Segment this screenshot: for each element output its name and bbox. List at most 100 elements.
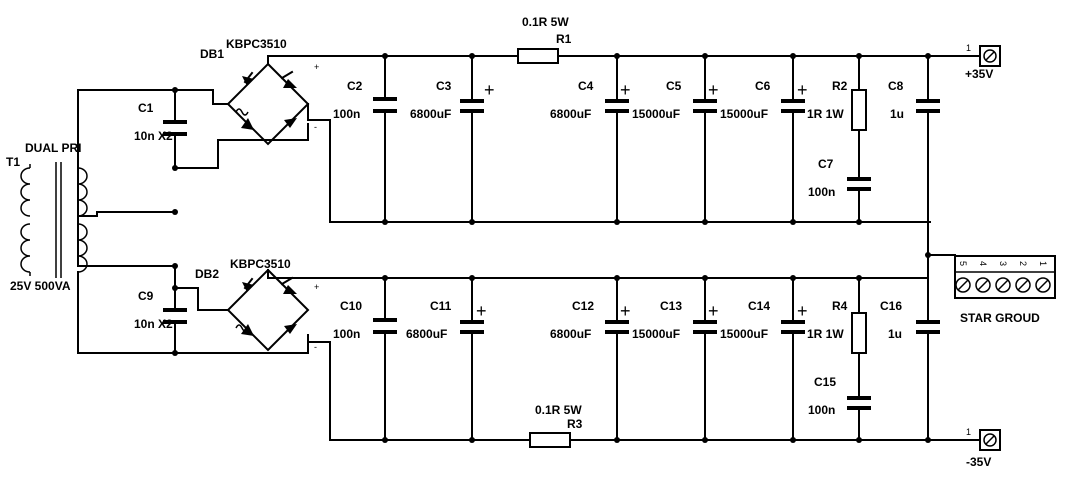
c7-value: 100n bbox=[808, 185, 835, 199]
db2-minus: - bbox=[314, 342, 317, 352]
lower-output-label: -35V bbox=[966, 455, 991, 469]
capacitor-c9 bbox=[163, 265, 187, 354]
c14-value: 15000uF bbox=[720, 327, 768, 341]
transformer-secondary-lower bbox=[77, 223, 88, 273]
star-pin-4: 4 bbox=[978, 261, 988, 266]
capacitor-c12 bbox=[605, 277, 629, 441]
capacitor-c8 bbox=[916, 55, 940, 223]
resistor-r1 bbox=[517, 48, 559, 64]
c11-ref: C11 bbox=[430, 299, 452, 313]
c3-polarity: + bbox=[484, 80, 495, 100]
c10-ref: C10 bbox=[340, 299, 362, 313]
capacitor-c5 bbox=[693, 55, 717, 223]
db1-part: KBPC3510 bbox=[226, 37, 287, 51]
c8-ref: C8 bbox=[888, 79, 904, 93]
bridge-db2 bbox=[226, 268, 310, 352]
r1-value: 0.1R 5W bbox=[522, 15, 569, 29]
c10-value: 100n bbox=[333, 327, 360, 341]
c15-ref: C15 bbox=[814, 375, 836, 389]
c14-polarity: + bbox=[797, 301, 808, 321]
transformer-rating: 25V 500VA bbox=[10, 279, 71, 293]
db2-plus: + bbox=[314, 282, 319, 292]
capacitor-c4 bbox=[605, 55, 629, 223]
capacitor-c3 bbox=[460, 55, 484, 223]
c12-value: 6800uF bbox=[550, 327, 591, 341]
transformer-type: DUAL PRI bbox=[25, 141, 81, 155]
star-pin-2: 2 bbox=[1018, 261, 1028, 266]
db2-ref: DB2 bbox=[195, 267, 219, 281]
c4-polarity: + bbox=[620, 80, 631, 100]
transformer-ref: T1 bbox=[6, 155, 20, 169]
db2-part: KBPC3510 bbox=[230, 257, 291, 271]
c9-ref: C9 bbox=[138, 289, 154, 303]
c1-ref: C1 bbox=[138, 101, 154, 115]
c4-value: 6800uF bbox=[550, 107, 591, 121]
c4-ref: C4 bbox=[578, 79, 594, 93]
c14-ref: C14 bbox=[748, 299, 770, 313]
c13-value: 15000uF bbox=[632, 327, 680, 341]
c8-value: 1u bbox=[890, 107, 904, 121]
lower-output-pin: 1 bbox=[966, 427, 971, 437]
c3-value: 6800uF bbox=[410, 107, 451, 121]
star-ground-label: STAR GROUD bbox=[960, 311, 1040, 325]
capacitor-c1 bbox=[163, 89, 187, 169]
c6-ref: C6 bbox=[755, 79, 771, 93]
r1-ref: R1 bbox=[556, 32, 572, 46]
resistor-r2 bbox=[851, 55, 867, 178]
star-ground-terminal-block bbox=[954, 255, 1056, 299]
c11-value: 6800uF bbox=[406, 327, 447, 341]
output-terminal-negative bbox=[979, 429, 1001, 451]
db1-ref: DB1 bbox=[200, 47, 224, 61]
c15-value: 100n bbox=[808, 403, 835, 417]
db1-plus: + bbox=[314, 62, 319, 72]
capacitor-c13 bbox=[693, 277, 717, 441]
capacitor-c15 bbox=[847, 396, 871, 441]
capacitor-c11 bbox=[460, 277, 484, 441]
star-pin-1: 1 bbox=[1038, 261, 1048, 266]
resistor-r3 bbox=[529, 432, 571, 448]
c5-ref: C5 bbox=[666, 79, 682, 93]
c12-polarity: + bbox=[620, 301, 631, 321]
c13-polarity: + bbox=[708, 301, 719, 321]
c2-ref: C2 bbox=[347, 79, 363, 93]
upper-output-label: +35V bbox=[965, 67, 993, 81]
c13-ref: C13 bbox=[660, 299, 682, 313]
upper-output-pin: 1 bbox=[966, 43, 971, 53]
c6-value: 15000uF bbox=[720, 107, 768, 121]
star-pin-5: 5 bbox=[958, 261, 968, 266]
c7-ref: C7 bbox=[818, 157, 834, 171]
c16-ref: C16 bbox=[880, 299, 902, 313]
r3-ref: R3 bbox=[567, 417, 583, 431]
r2-ref: R2 bbox=[832, 79, 848, 93]
c2-value: 100n bbox=[333, 107, 360, 121]
bridge-db1 bbox=[226, 62, 310, 146]
c16-value: 1u bbox=[888, 327, 902, 341]
r3-value: 0.1R 5W bbox=[535, 403, 582, 417]
capacitor-c14 bbox=[781, 277, 805, 441]
resistor-r4 bbox=[851, 277, 867, 397]
c11-polarity: + bbox=[476, 301, 487, 321]
capacitor-c2 bbox=[373, 55, 397, 223]
output-terminal-positive bbox=[979, 45, 1001, 67]
c3-ref: C3 bbox=[436, 79, 452, 93]
transformer-secondary-upper bbox=[77, 167, 88, 217]
star-pin-3: 3 bbox=[998, 261, 1008, 266]
c12-ref: C12 bbox=[572, 299, 594, 313]
db1-minus: - bbox=[314, 122, 317, 132]
r4-ref: R4 bbox=[832, 299, 848, 313]
transformer-t1 bbox=[20, 162, 88, 278]
transformer-primary-upper bbox=[20, 167, 31, 217]
r2-value: 1R 1W bbox=[807, 107, 844, 121]
capacitor-c7 bbox=[847, 177, 871, 223]
c1-value: 10n X2 bbox=[134, 129, 173, 143]
c5-value: 15000uF bbox=[632, 107, 680, 121]
c6-polarity: + bbox=[797, 80, 808, 100]
junction-dots bbox=[172, 53, 931, 443]
r4-value: 1R 1W bbox=[807, 327, 844, 341]
c9-value: 10n X2 bbox=[134, 317, 173, 331]
c5-polarity: + bbox=[708, 80, 719, 100]
capacitor-c6 bbox=[781, 55, 805, 223]
capacitor-c16 bbox=[916, 289, 940, 441]
capacitor-c10 bbox=[373, 277, 397, 441]
